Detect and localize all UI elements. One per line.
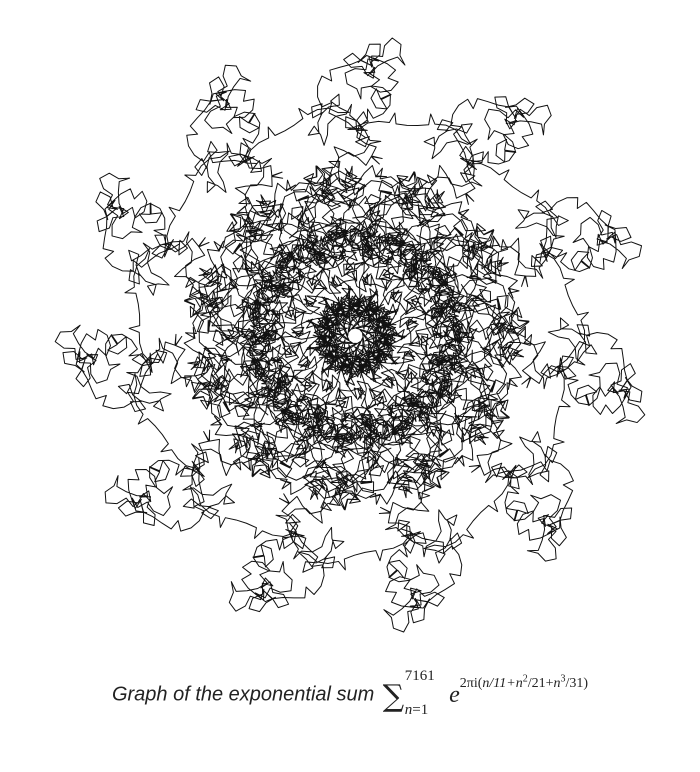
exponent: 2πi(n/11+n2/21+n3/31)	[459, 673, 589, 692]
exponential-sum-walk-svg	[54, 37, 646, 633]
summation-symbol: ∑ 7161 n=1	[382, 668, 435, 718]
caption-text: Graph of the exponential sum	[111, 683, 375, 706]
figure-caption: Graph of the exponential sum ∑ 7161 n=1 …	[0, 668, 700, 718]
sum-lower-limit: n=1	[404, 702, 429, 718]
sum-upper-limit: 7161	[404, 668, 435, 684]
exponential-sum-figure	[40, 30, 660, 640]
exponential-base: e	[449, 681, 460, 708]
summand: e2πi(n/11+n2/21+n3/31)	[449, 674, 588, 709]
exponential-sum-path	[54, 37, 646, 633]
